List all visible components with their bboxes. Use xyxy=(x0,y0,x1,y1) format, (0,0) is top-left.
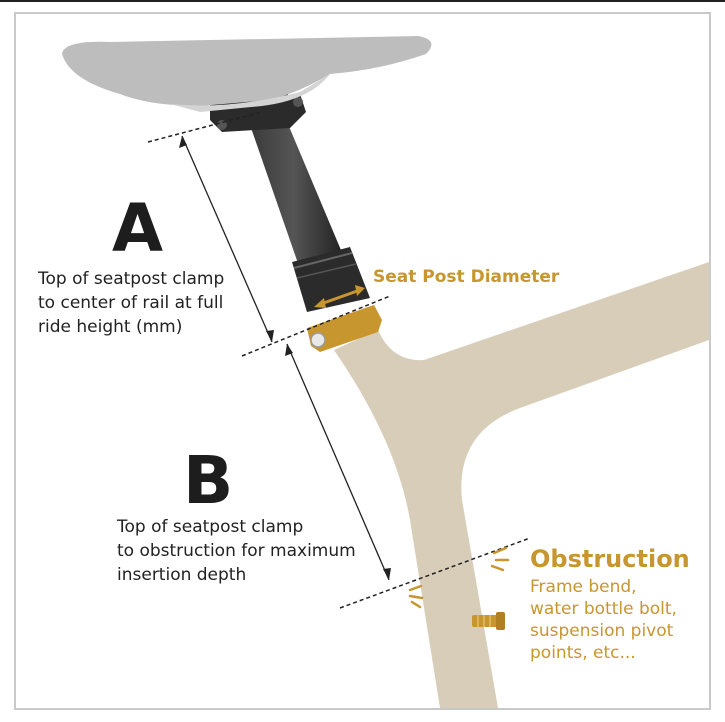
dimension-a-arrow xyxy=(181,135,273,343)
frame-junction xyxy=(420,362,500,428)
dimension-b-description: Top of seatpost clamp to obstruction for… xyxy=(117,517,356,585)
dimension-a-bottom-line xyxy=(241,295,391,357)
diameter-arrow xyxy=(317,288,361,307)
dimension-b-bottom-line xyxy=(339,537,531,609)
saddle xyxy=(62,36,432,106)
dimension-a-top-line xyxy=(147,111,263,143)
water-bottle-bolt-icon xyxy=(472,612,505,630)
obstruction-title: Obstruction xyxy=(530,545,690,573)
dimension-b-letter: B xyxy=(183,442,234,519)
dimension-b-arrow xyxy=(286,343,390,581)
clamp-bolt-icon xyxy=(310,332,326,348)
seat-clamp xyxy=(307,305,382,352)
top-rule xyxy=(0,0,725,2)
obstruction-marks-icon xyxy=(408,546,510,609)
dimension-a-letter: A xyxy=(112,190,164,267)
seat-post-diameter-label: Seat Post Diameter xyxy=(373,267,560,287)
dimension-a-description: Top of seatpost clamp to center of rail … xyxy=(38,269,225,337)
obstruction-description: Frame bend, water bottle bolt, suspensio… xyxy=(530,577,677,663)
seatpost-shaft xyxy=(250,117,346,272)
